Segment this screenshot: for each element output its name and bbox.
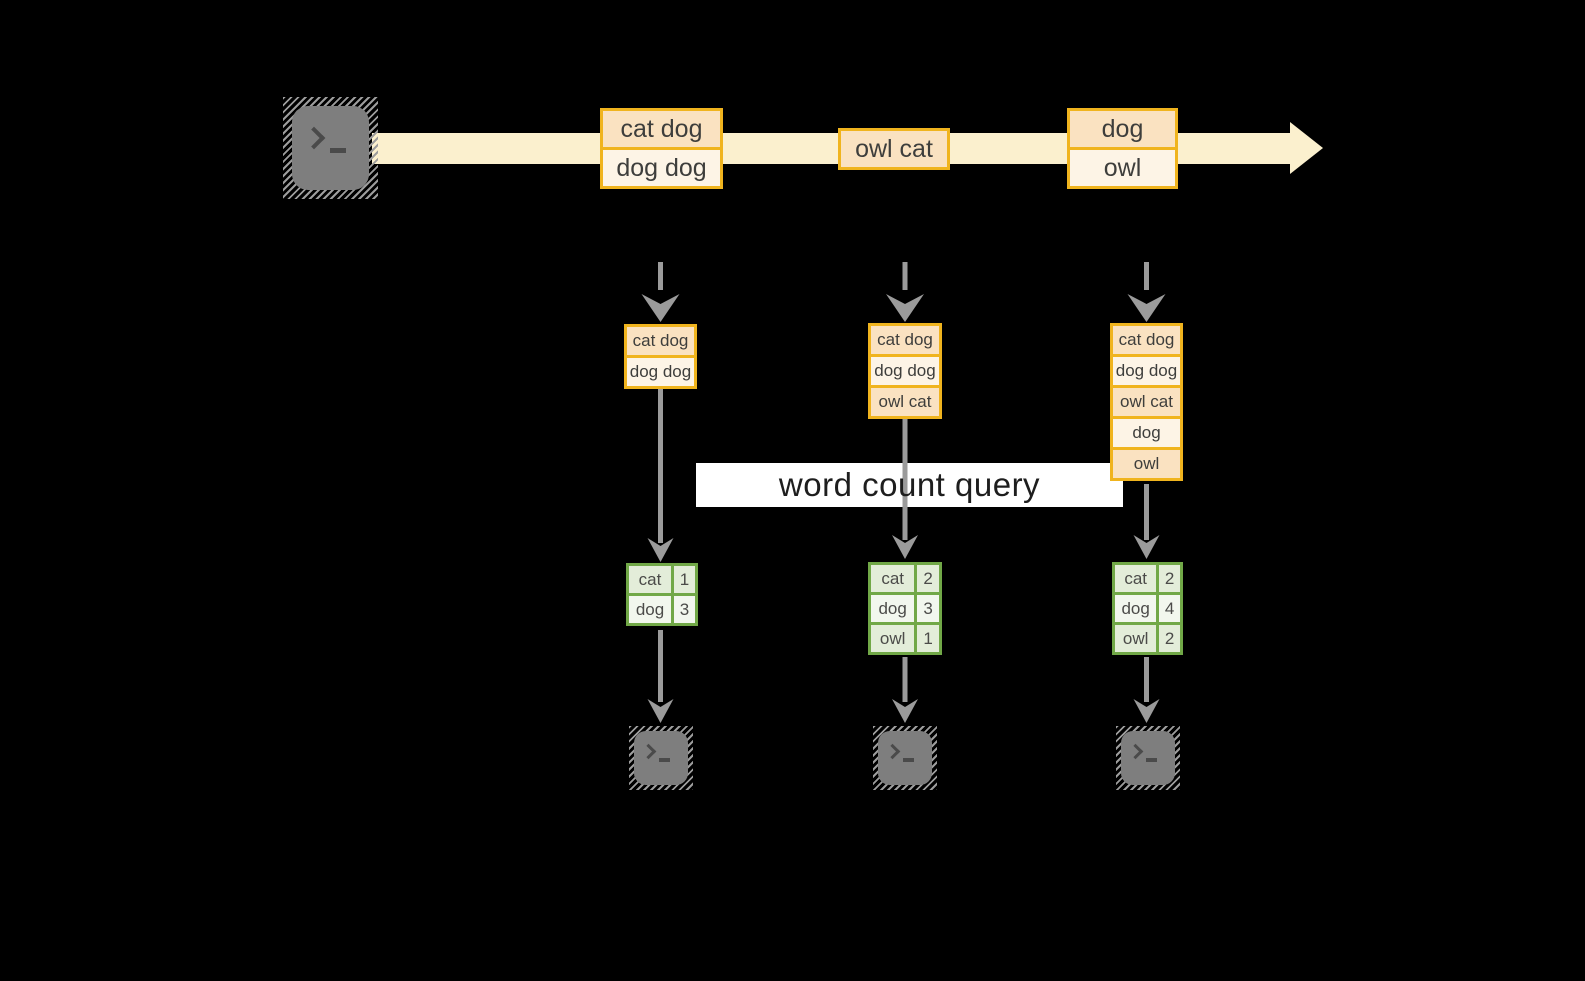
count-table-1: cat 1 dog 3 <box>626 563 698 626</box>
count-cell: 4 <box>1159 595 1180 622</box>
count-cell: 1 <box>917 625 939 652</box>
stream-event-box-2: owl cat <box>838 128 950 170</box>
buffered-record: owl cat <box>1113 388 1180 416</box>
table-row: cat 2 <box>1115 565 1180 592</box>
terminal-screen <box>292 106 369 190</box>
record-buffer-2: cat dog dog dog owl cat <box>868 323 942 419</box>
stream-record: dog <box>1070 111 1175 147</box>
count-cell: 2 <box>917 565 939 592</box>
count-table-3: cat 2 dog 4 owl 2 <box>1112 562 1183 655</box>
buffered-record: dog dog <box>1113 357 1180 385</box>
terminal-screen <box>1121 731 1175 785</box>
record-buffer-3: cat dog dog dog owl cat dog owl <box>1110 323 1183 481</box>
count-cell: 1 <box>674 566 695 593</box>
stream-event-box-1: cat dog dog dog <box>600 108 723 189</box>
prompt-cursor-icon <box>1146 758 1157 762</box>
table-row: dog 3 <box>629 596 695 623</box>
buffered-record: cat dog <box>871 326 939 354</box>
word-cell: owl <box>1115 625 1157 652</box>
stream-record: cat dog <box>603 111 720 147</box>
terminal-sink-icon-3 <box>1116 726 1180 790</box>
terminal-sink-icon-2 <box>873 726 937 790</box>
count-cell: 2 <box>1159 625 1180 652</box>
table-row: owl 2 <box>1115 625 1180 652</box>
count-cell: 3 <box>674 596 695 623</box>
terminal-screen <box>634 731 688 785</box>
buffered-record: dog <box>1113 419 1180 447</box>
prompt-cursor-icon <box>903 758 914 762</box>
buffered-record: owl cat <box>871 388 939 416</box>
count-table-2: cat 2 dog 3 owl 1 <box>868 562 942 655</box>
query-label-band <box>696 463 1123 507</box>
prompt-cursor-icon <box>659 758 670 762</box>
table-row: dog 4 <box>1115 595 1180 622</box>
prompt-chevron-icon <box>884 743 901 760</box>
buffered-record: dog dog <box>627 358 694 386</box>
count-cell: 2 <box>1159 565 1180 592</box>
buffered-record: dog dog <box>871 357 939 385</box>
buffered-record: owl <box>1113 450 1180 478</box>
table-row: dog 3 <box>871 595 939 622</box>
arrowhead <box>647 538 674 562</box>
stream-event-box-3: dog owl <box>1067 108 1178 189</box>
stream-record: dog dog <box>603 150 720 186</box>
terminal-source-icon <box>283 97 378 199</box>
table-row: cat 1 <box>629 566 695 593</box>
arrowhead <box>892 535 918 559</box>
buffered-record: cat dog <box>627 327 694 355</box>
count-cell: 3 <box>917 595 939 622</box>
arrowhead <box>892 699 918 723</box>
arrowhead <box>1133 535 1160 559</box>
word-cell: dog <box>871 595 915 622</box>
query-label: word count query <box>778 466 1041 503</box>
record-buffer-1: cat dog dog dog <box>624 324 697 389</box>
stream-arrow-head <box>1290 122 1323 174</box>
word-cell: cat <box>871 565 915 592</box>
word-cell: dog <box>1115 595 1157 622</box>
stream-record: owl cat <box>841 131 947 167</box>
arrowhead <box>647 699 674 723</box>
arrowhead <box>886 294 924 322</box>
prompt-chevron-icon <box>302 126 326 150</box>
arrowhead <box>1133 699 1160 723</box>
word-cell: cat <box>629 566 671 593</box>
table-row: cat 2 <box>871 565 939 592</box>
prompt-cursor-icon <box>330 148 346 153</box>
prompt-chevron-icon <box>1127 743 1144 760</box>
word-cell: dog <box>629 596 671 623</box>
word-cell: cat <box>1115 565 1157 592</box>
buffered-record: cat dog <box>1113 326 1180 354</box>
table-row: owl 1 <box>871 625 939 652</box>
stream-record: owl <box>1070 150 1175 186</box>
prompt-chevron-icon <box>640 743 657 760</box>
terminal-sink-icon-1 <box>629 726 693 790</box>
arrowhead <box>641 294 680 322</box>
terminal-screen <box>878 731 932 785</box>
word-cell: owl <box>871 625 915 652</box>
arrowhead <box>1127 294 1166 322</box>
